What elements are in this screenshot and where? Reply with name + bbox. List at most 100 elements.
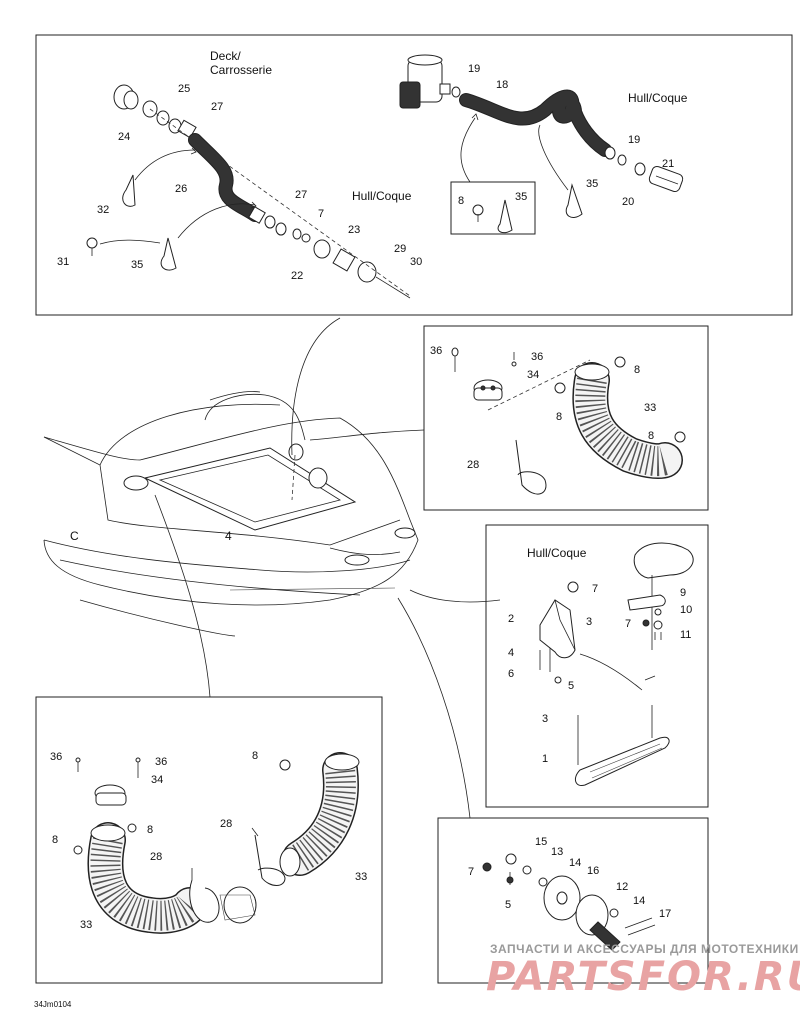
right-vent-panel-frame	[423, 325, 709, 511]
callout-36-bottom: 36	[50, 751, 62, 763]
deck-label-2: Carrosserie	[210, 63, 272, 77]
callout-36: 36	[430, 345, 442, 357]
callout-33: 33	[644, 402, 656, 414]
bailer-hose-assembly	[86, 84, 411, 299]
hull-outline	[43, 417, 419, 606]
callout-8-bottom-b: 8	[147, 824, 153, 836]
callout-7-pickup: 7	[592, 583, 598, 595]
vent-assembly-right	[451, 347, 686, 495]
callout-28: 28	[467, 459, 479, 471]
callout-3b: 3	[542, 713, 548, 725]
callout-9: 9	[680, 587, 686, 599]
callout-8-vent-b: 8	[556, 411, 562, 423]
callout-27b: 27	[295, 189, 307, 201]
screw-8	[472, 204, 484, 216]
callout-15: 15	[535, 836, 547, 848]
callout-8-bottom-a: 8	[252, 750, 258, 762]
callout-18: 18	[496, 79, 508, 91]
hull-label-right: Hull/Coque	[527, 546, 587, 560]
callout-8-vent-c: 8	[648, 430, 654, 442]
hull-vent	[123, 475, 149, 491]
right-pickup-panel-frame	[485, 524, 709, 808]
bottom-right-panel-frame	[437, 817, 709, 984]
screw-31	[86, 237, 98, 249]
bracket-3	[539, 599, 576, 659]
screw-8-right	[614, 356, 626, 368]
callout-25: 25	[178, 83, 190, 95]
callout-3: 3	[586, 616, 592, 628]
callout-35-inset: 35	[515, 191, 527, 203]
callout-26: 26	[175, 183, 187, 195]
svg-text:4: 4	[225, 529, 232, 543]
callout-5: 5	[568, 680, 574, 692]
callout-11: 11	[680, 629, 691, 641]
callout-32: 32	[97, 204, 109, 216]
callout-33-bottom-b: 33	[80, 919, 92, 931]
callout-19: 19	[468, 63, 480, 75]
callout-34-bottom: 34	[151, 774, 163, 786]
callout-14b: 14	[633, 895, 645, 907]
callout-27: 27	[211, 101, 223, 113]
drawing-code: 34Jm0104	[34, 1000, 72, 1009]
bottom-left-panel-frame	[35, 696, 383, 984]
clamp-19	[617, 154, 627, 166]
callout-7-drain: 7	[468, 866, 474, 878]
watermark-tagline: ЗАПЧАСТИ И АКСЕССУАРЫ ДЛЯ МОТОТЕХНИКИ	[490, 942, 799, 956]
callout-7-pickup-b: 7	[625, 618, 631, 630]
fitting-21	[648, 165, 684, 193]
hull-label-top: Hull/Coque	[628, 91, 688, 105]
callout-35: 35	[131, 259, 143, 271]
drain-plug-assembly	[482, 853, 656, 951]
callout-33-bottom: 33	[355, 871, 367, 883]
callout-4: 4	[508, 647, 514, 659]
callout-23: 23	[348, 224, 360, 236]
washer-13	[522, 865, 532, 875]
washer-15	[505, 853, 517, 865]
callout-8-bottom-c: 8	[52, 834, 58, 846]
clamp-35-right	[565, 183, 583, 218]
callout-8-inset: 8	[458, 195, 464, 207]
strap-28-right	[254, 834, 286, 886]
watermark-logo: PARTSFOR.RU	[486, 954, 800, 1000]
fitting-29	[357, 261, 377, 283]
water-pickup-assembly	[539, 542, 694, 787]
clamp-32	[122, 174, 136, 207]
storage-hatch	[143, 447, 357, 531]
hull-plate	[633, 542, 694, 579]
callout-8-vent-a: 8	[634, 364, 640, 376]
callout-31: 31	[57, 256, 69, 268]
callout-36-bottom-b: 36	[155, 756, 167, 768]
strap-28	[515, 439, 547, 495]
watercraft-hull: C 4	[43, 317, 501, 819]
deck-label: Deck/	[210, 49, 241, 63]
callout-24: 24	[118, 131, 130, 143]
callout-30: 30	[410, 256, 422, 268]
callout-1: 1	[542, 753, 548, 765]
top-panel-frame	[35, 34, 793, 316]
strap-28-bottom	[189, 879, 220, 923]
svg-text:C: C	[70, 529, 79, 543]
callout-16: 16	[587, 865, 599, 877]
inset-bilge-panel	[450, 181, 536, 235]
callout-10: 10	[680, 604, 692, 616]
callout-28-bottom: 28	[220, 818, 232, 830]
washer-22	[313, 239, 331, 259]
callout-13: 13	[551, 846, 563, 858]
callout-20: 20	[622, 196, 634, 208]
callout-2: 2	[508, 613, 514, 625]
callout-6: 6	[508, 668, 514, 680]
hull-label-mid: Hull/Coque	[352, 189, 412, 203]
bracket-9	[627, 594, 666, 611]
callout-7: 7	[318, 208, 324, 220]
callout-19b: 19	[628, 134, 640, 146]
nut-7	[292, 228, 302, 240]
callout-12: 12	[616, 881, 628, 893]
callout-14: 14	[569, 857, 581, 869]
callout-36b: 36	[531, 351, 543, 363]
callout-5-drain: 5	[505, 899, 511, 911]
clamp-35-inset	[497, 199, 513, 234]
bilge-pump-assembly	[399, 54, 684, 234]
clamp-35	[160, 237, 177, 271]
callout-35b: 35	[586, 178, 598, 190]
